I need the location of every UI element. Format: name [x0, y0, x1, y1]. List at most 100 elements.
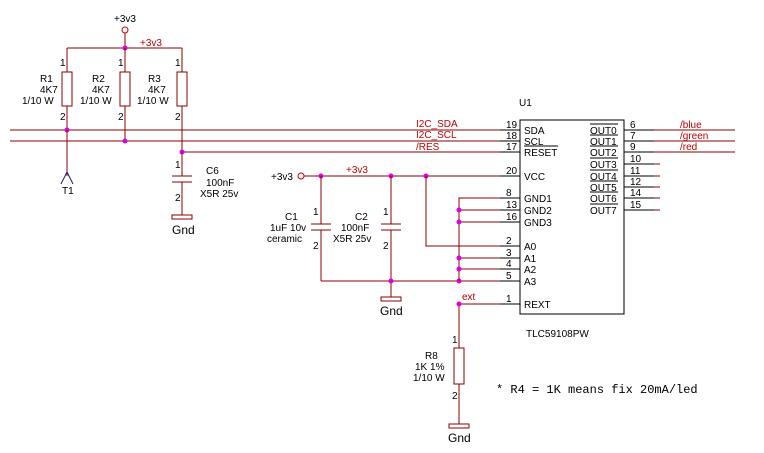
c2-pin-bottom: 2 [383, 241, 389, 252]
r2-ref: R2 [92, 74, 105, 85]
testpoint-t1 [60, 130, 74, 185]
c1-value: 1uF 10v [270, 223, 306, 234]
r8-ref: R8 [425, 351, 438, 362]
r8-rating: 1/10 W [413, 373, 445, 384]
pin-gnd2-number: 13 [506, 200, 518, 211]
power-label-mid: +3v3 [271, 172, 293, 183]
power-symbol-top [121, 26, 129, 48]
pin-out6-number: 14 [630, 188, 642, 199]
net-label-res: /RES [416, 142, 440, 153]
pin-scl-name: SCL [524, 137, 544, 148]
r8-value: 1K 1% [415, 362, 445, 373]
pin-gnd2-name: GND2 [524, 206, 552, 217]
pin-a1-number: 3 [506, 248, 512, 259]
pin-gnd1-name: GND1 [524, 194, 552, 205]
capacitor-c6 [171, 152, 193, 220]
c1-ref: C1 [285, 212, 298, 223]
gnd1-wire [458, 197, 500, 281]
r2-value: 4K7 [92, 85, 110, 96]
pin-rext-name: REXT [524, 300, 551, 311]
pin-out5-number: 12 [630, 177, 642, 188]
r3-ref: R3 [148, 74, 161, 85]
design-note: * R4 = 1K means fix 20mA/led [496, 383, 698, 397]
a0-wire [425, 176, 500, 247]
pin-out2-name: OUT2 [590, 148, 617, 159]
pin-a0-name: A0 [524, 242, 537, 253]
c1-pin-bottom: 2 [313, 241, 319, 252]
net-label-out1: /green [680, 131, 708, 142]
r2-pin-bottom: 2 [118, 112, 124, 123]
pin-gnd3-name: GND3 [524, 218, 552, 229]
c6-ref: C6 [206, 166, 219, 177]
ic-left-pins: 19SDA18SCL17RESET20VCC8GND113GND216GND32… [500, 120, 558, 311]
pin-out4-name: OUT4 [590, 172, 617, 183]
pin-out6-name: OUT6 [590, 194, 617, 205]
ic-ref: U1 [519, 98, 532, 109]
pin-out4-number: 11 [630, 166, 641, 177]
pin-sda-name: SDA [524, 126, 545, 137]
r3-pin-bottom: 2 [175, 112, 181, 123]
net-label-out2: /red [680, 142, 697, 153]
c6-pin-bottom: 2 [175, 193, 181, 204]
pin-out1-number: 7 [630, 131, 636, 142]
power-label-top: +3v3 [114, 14, 136, 25]
pin-a2-name: A2 [524, 265, 537, 276]
r1-pin-bottom: 2 [60, 112, 66, 123]
r3-rating: 1/10 W [137, 96, 169, 107]
pin-out0-name: OUT0 [590, 126, 617, 137]
resistor-r2 [119, 48, 131, 141]
junction-dot [456, 207, 462, 213]
pin-reset-number: 17 [506, 142, 518, 153]
r2-rating: 1/10 W [80, 96, 112, 107]
r8-pin-top: 1 [452, 335, 458, 346]
pin-a3-name: A3 [524, 277, 537, 288]
r3-pin-top: 1 [175, 58, 181, 69]
pin-gnd3-number: 16 [506, 212, 518, 223]
pin-out0-number: 6 [630, 120, 636, 131]
ground-label: Gnd [448, 431, 471, 445]
junction-dot [456, 266, 462, 272]
net-label-out0: /blue [680, 120, 702, 131]
pin-reset-name: RESET [524, 148, 557, 159]
ic-right-pins: OUT06/blueOUT17/greenOUT29/redOUT310OUT4… [590, 120, 735, 217]
pin-scl-number: 18 [506, 131, 518, 142]
pin-a0-number: 2 [506, 236, 512, 247]
net-label-scl: I2C_SCL [416, 130, 457, 141]
ic-body [519, 119, 625, 315]
junction-dot [388, 278, 394, 284]
pin-gnd1-number: 8 [506, 188, 512, 199]
ground-label: Gnd [380, 304, 403, 318]
c2-rating: X5R 25v [333, 234, 371, 245]
resistor-r1 [61, 48, 73, 130]
net-label-ext: ext [462, 292, 476, 303]
r1-pin-top: 1 [60, 58, 66, 69]
r1-value: 4K7 [40, 85, 58, 96]
pin-sda-number: 19 [506, 120, 518, 131]
ic-part-number: TLC59108PW [526, 329, 589, 340]
pin-out1-name: OUT1 [590, 137, 617, 148]
r3-value: 4K7 [148, 85, 166, 96]
junction-dot [456, 255, 462, 261]
ground-label: Gnd [172, 223, 195, 237]
t1-ref: T1 [62, 186, 74, 197]
power-symbol-mid [297, 172, 500, 180]
resistor-r8 [448, 347, 470, 429]
c2-value: 100nF [341, 223, 369, 234]
c1-rating: ceramic [267, 234, 302, 245]
r8-pin-bottom: 2 [452, 391, 458, 402]
c6-value: 100nF [206, 178, 234, 189]
pin-out7-name: OUT7 [590, 206, 617, 217]
r1-rating: 1/10 W [22, 96, 54, 107]
c2-ref: C2 [355, 212, 368, 223]
rext-wire [458, 303, 500, 348]
pin-out7-number: 15 [630, 200, 642, 211]
pin-out3-number: 10 [630, 154, 642, 165]
rail-label-mid: +3v3 [346, 165, 368, 176]
c1-pin-top: 1 [313, 207, 319, 218]
pin-a2-number: 4 [506, 259, 512, 270]
junction-dot [122, 138, 128, 144]
c6-pin-top: 1 [175, 160, 181, 171]
rail-label-top: +3v3 [140, 38, 162, 49]
pin-a1-name: A1 [524, 254, 537, 265]
